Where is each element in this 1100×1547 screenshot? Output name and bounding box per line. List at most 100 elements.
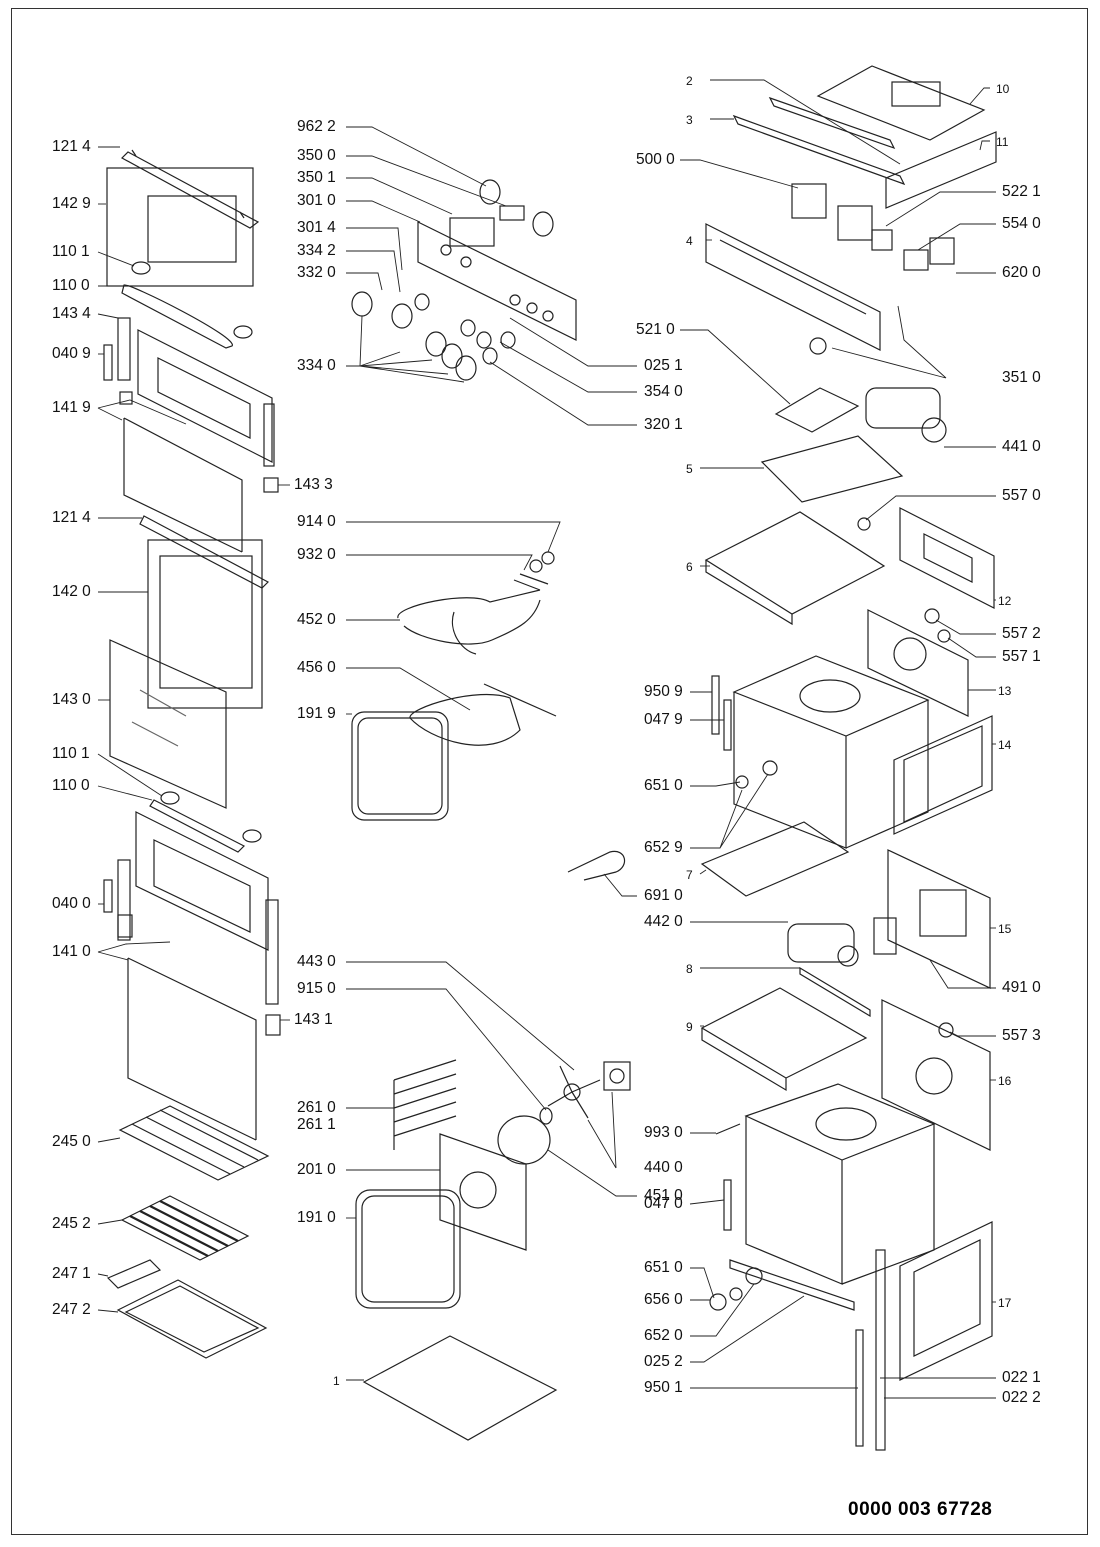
door-top-trim-icon [121, 149, 260, 229]
callout-label: 652 0 [644, 1327, 683, 1344]
callout-label: 191 9 [297, 705, 336, 722]
callout-label: 500 0 [636, 151, 675, 168]
thermostat-probe-icon [567, 850, 626, 881]
callout-label: 950 9 [644, 683, 683, 700]
handle-spacer-icon [242, 829, 262, 843]
tray-handle-icon [106, 1259, 162, 1289]
side-glass-panel-icon [893, 715, 993, 835]
callout-label: 354 0 [644, 383, 683, 400]
callout-label: 143 3 [294, 476, 333, 493]
shelf-support-icon [393, 1059, 457, 1150]
lamp-holder-icon [937, 629, 951, 643]
callout-label: 025 2 [644, 1353, 683, 1370]
lamp-holder-icon [938, 1022, 954, 1038]
rear-panel-icon [881, 999, 991, 1151]
lamp-holder-icon [762, 760, 778, 776]
door-glass-panel-icon [109, 639, 227, 809]
side-panel-icon [885, 131, 997, 209]
callout-label: 047 0 [644, 1195, 683, 1212]
relay-icon [871, 229, 893, 251]
callout-label: 143 4 [52, 305, 91, 322]
callout-label: 301 0 [297, 192, 336, 209]
door-seal-icon [351, 711, 449, 821]
callout-label: 7 [686, 868, 693, 882]
callout-label: 332 0 [297, 264, 336, 281]
callout-label: 4 [686, 234, 693, 248]
callout-label: 121 4 [52, 509, 91, 526]
callout-label: 452 0 [297, 611, 336, 628]
knob-icon [479, 179, 554, 237]
insulation-plate-icon [700, 821, 850, 897]
fan-blade-icon [547, 1065, 601, 1119]
callout-label: 201 0 [297, 1161, 336, 1178]
callout-label: 651 0 [644, 1259, 683, 1276]
callout-label: 652 9 [644, 839, 683, 856]
callout-label: 456 0 [297, 659, 336, 676]
door-handle-icon [121, 284, 233, 349]
fan-nut-icon [539, 1107, 553, 1125]
callout-label: 451 0 [644, 1187, 683, 1204]
callout-label: 10 [996, 82, 1010, 96]
callout-label: 350 1 [297, 169, 336, 186]
trim-strip-icon [732, 114, 906, 186]
callout-label: 11 [996, 135, 1009, 149]
callout-label: 9 [686, 1020, 693, 1034]
callout-label: 261 0 [297, 1099, 336, 1116]
door-glass-panel-icon [147, 539, 263, 709]
rear-panel-icon [899, 507, 995, 609]
callout-label: 557 3 [1002, 1027, 1041, 1044]
base-plate-icon [362, 1335, 558, 1441]
callout-label: 1 [333, 1374, 340, 1388]
callout-label: 914 0 [297, 513, 336, 530]
fan-motor-icon [865, 387, 947, 443]
callout-label: 141 9 [52, 399, 91, 416]
callout-label: 442 0 [644, 913, 683, 930]
callout-label: 320 1 [644, 416, 683, 433]
callout-label: 557 0 [1002, 487, 1041, 504]
leader-lines [97, 79, 996, 1399]
fan-motor-icon [787, 923, 859, 967]
oven-cavity-icon [744, 1083, 936, 1285]
callout-label: 245 2 [52, 1215, 91, 1232]
callout-label: 110 0 [52, 777, 90, 794]
door-seal-icon [355, 1189, 461, 1309]
callout-label: 15 [998, 922, 1012, 936]
door-hinge-icon [103, 317, 133, 405]
lamp-holder-icon [729, 1287, 743, 1301]
fan-cover-icon [439, 1133, 527, 1251]
thermostat-icon [903, 249, 929, 271]
callout-label: 142 0 [52, 583, 91, 600]
bottom-heating-element-icon [409, 683, 557, 746]
heating-element-icon [397, 551, 555, 655]
top-frame-icon [704, 511, 886, 626]
callout-label: 143 0 [52, 691, 91, 708]
callout-label: 142 9 [52, 195, 91, 212]
callout-label: 022 2 [1002, 1389, 1041, 1406]
callout-label: 110 1 [52, 745, 90, 762]
callout-label: 443 0 [297, 953, 336, 970]
baking-tray-icon [116, 1279, 268, 1359]
callout-label: 040 0 [52, 895, 91, 912]
callout-label: 932 0 [297, 546, 336, 563]
trim-strip-icon [723, 699, 732, 751]
door-hinge-icon [103, 859, 281, 1036]
callout-label: 110 1 [52, 243, 90, 260]
callout-label: 620 0 [1002, 264, 1041, 281]
lamp-cover-icon [809, 337, 827, 355]
callout-label: 247 1 [52, 1265, 91, 1282]
callout-label: 3 [686, 113, 693, 127]
callout-label: 915 0 [297, 980, 336, 997]
oven-door-outer-glass-icon [106, 167, 254, 287]
document-number: 0000 003 67728 [848, 1499, 993, 1520]
oven-door-inner-frame-icon [123, 329, 279, 553]
callout-label: 554 0 [1002, 215, 1041, 232]
lamp-holder-icon [924, 608, 940, 624]
callout-label: 656 0 [644, 1291, 683, 1308]
shelf-rack-icon [118, 1105, 270, 1181]
callout-label: 301 4 [297, 219, 336, 236]
callout-label: 191 0 [297, 1209, 336, 1226]
callout-label: 334 2 [297, 242, 336, 259]
callout-label: 557 2 [1002, 625, 1041, 642]
transformer-icon [873, 917, 897, 955]
trim-strip-icon [723, 1179, 732, 1231]
